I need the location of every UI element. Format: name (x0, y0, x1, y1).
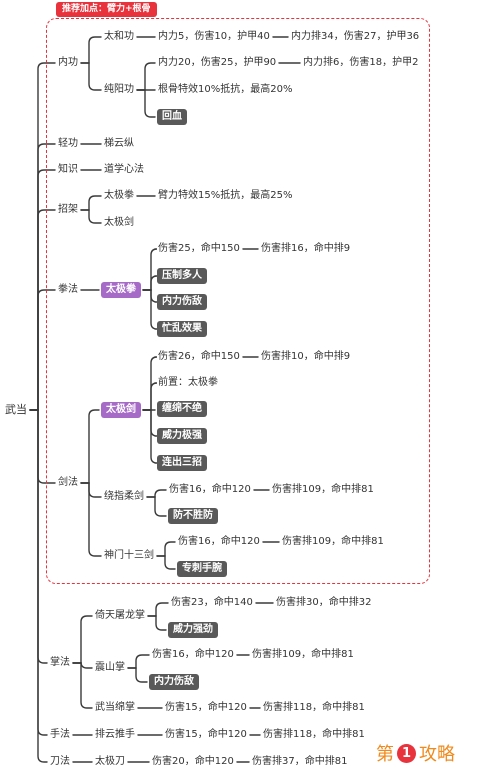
mindmap-node: 伤害排30，命中排32 (275, 596, 373, 610)
mindmap-node: 内力5，伤害10，护甲40 (157, 30, 271, 44)
connector-line-23 (142, 289, 158, 330)
watermark-prefix: 第 (376, 744, 394, 765)
tag-pill: 连出三招 (157, 455, 207, 471)
category-node: 知识 (57, 163, 79, 177)
mindmap-node: 太和功 (103, 30, 135, 44)
connector-line-8 (136, 89, 156, 118)
root-node: 武当 (4, 403, 28, 417)
mindmap-node: 内力排6，伤害18，护甲2 (302, 56, 420, 70)
connector-line-5 (136, 62, 156, 91)
mindmap-node: 伤害16，命中120 (177, 535, 261, 549)
mindmap-node: 震山掌 (94, 661, 126, 675)
category-node: 轻功 (57, 137, 79, 151)
mindmap-node: 绕指柔剑 (103, 490, 145, 504)
connector-line-56 (29, 409, 48, 763)
connector-line-26 (142, 356, 158, 411)
category-node: 拳法 (57, 283, 79, 297)
mindmap-node: 倚天屠龙掌 (94, 609, 146, 623)
tag-pill: 回血 (157, 109, 187, 125)
watermark-logo: 第 1 攻略 (376, 740, 455, 766)
mindmap-node: 伤害排109，命中排81 (251, 648, 355, 662)
tag-pill: 太极拳 (101, 282, 141, 298)
connector-line-39 (156, 555, 176, 570)
mindmap-node: 太极剑 (103, 216, 135, 230)
mindmap-node: 伤害23，命中140 (170, 596, 254, 610)
connector-line-19 (142, 248, 158, 291)
mindmap-node: 武当绵掌 (94, 701, 136, 715)
connector-line-0 (29, 62, 56, 411)
mindmap-node: 道学心法 (103, 163, 145, 177)
mindmap-node: 根骨特效10%抵抗，最高20% (157, 83, 294, 97)
tag-pill: 内力伤敌 (149, 674, 199, 690)
tag-pill: 压制多人 (157, 268, 207, 284)
connector-line-21 (142, 275, 158, 291)
connector-line-45 (72, 661, 93, 669)
category-node: 剑法 (57, 476, 79, 490)
connector-line-9 (29, 143, 56, 411)
mindmap-node: 内力20，伤害25，护甲90 (157, 56, 278, 70)
connector-line-36 (80, 482, 102, 557)
connector-line-31 (142, 409, 158, 464)
mindmap-node: 伤害16，命中120 (151, 648, 235, 662)
mindmap-node: 前置：太极拳 (157, 376, 219, 390)
mindmap-node: 伤害16，命中120 (168, 483, 252, 497)
connector-line-33 (146, 489, 167, 498)
mindmap-node: 内力排34，伤害27，护甲36 (290, 30, 421, 44)
category-node: 招架 (57, 203, 79, 217)
mindmap-node: 伤害排10，命中排9 (260, 350, 352, 364)
connector-line-42 (147, 602, 169, 617)
recommended-section-border (46, 18, 430, 584)
watermark-number-badge: 1 (397, 743, 416, 763)
connector-line-28 (142, 382, 158, 411)
mindmap-node: 伤害排16，命中排9 (260, 242, 352, 256)
connector-line-46 (127, 654, 150, 669)
connector-line-49 (72, 662, 93, 709)
mindmap-node: 纯阳功 (103, 83, 135, 97)
tag-pill: 威力极强 (157, 428, 207, 444)
connector-line-35 (146, 496, 167, 517)
connector-line-1 (80, 36, 102, 64)
mindmap-node: 太极刀 (94, 755, 126, 769)
mindmap-node: 伤害排118，命中排81 (262, 701, 366, 715)
mindmap-node: 梯云纵 (103, 137, 135, 151)
connector-line-37 (156, 541, 176, 557)
category-node: 手法 (49, 728, 71, 742)
connector-line-13 (29, 209, 56, 411)
tag-pill: 忙乱效果 (157, 321, 207, 337)
mindmap-node: 伤害26，命中150 (157, 350, 241, 364)
mindmap-node: 伤害排118，命中排81 (262, 728, 366, 742)
category-node: 掌法 (49, 656, 71, 670)
connector-line-44 (147, 615, 167, 631)
mindmap-node: 伤害25，命中150 (157, 242, 241, 256)
connector-line-17 (29, 289, 56, 411)
tag-pill: 太极剑 (101, 402, 141, 418)
connector-line-4 (80, 62, 102, 91)
mindmap-node: 太极拳 (103, 189, 135, 203)
mindmap-node: 神门十三剑 (103, 549, 155, 563)
mindmap-node: 伤害20，命中120 (151, 755, 235, 769)
connector-line-48 (127, 667, 148, 683)
recommended-points-banner: 推荐加点：臂力+根骨 (56, 2, 157, 17)
tag-pill: 内力伤敌 (157, 294, 207, 310)
tag-pill: 缠绵不绝 (157, 401, 207, 417)
mindmap-node: 伤害15，命中120 (164, 728, 248, 742)
watermark-suffix: 攻略 (419, 744, 455, 765)
mindmap-node: 排云推手 (94, 728, 136, 742)
connector-line-11 (29, 169, 56, 411)
connector-line-25 (80, 409, 100, 484)
mindmap-node: 臂力特效15%抵抗，最高25% (157, 189, 294, 203)
mindmap-node: 伤害排109，命中排81 (281, 535, 385, 549)
connector-line-16 (80, 209, 102, 224)
tag-pill: 专刺手腕 (177, 561, 227, 577)
connector-line-41 (72, 615, 93, 664)
mindmap-node: 伤害排109，命中排81 (271, 483, 375, 497)
mindmap-node: 伤害15，命中120 (164, 701, 248, 715)
category-node: 刀法 (49, 755, 71, 769)
tag-pill: 防不胜防 (168, 508, 218, 524)
tag-pill: 威力强劲 (168, 622, 218, 638)
mindmap-node: 伤害排37，命中排81 (251, 755, 349, 769)
connector-line-14 (80, 195, 102, 211)
category-node: 内功 (57, 56, 79, 70)
